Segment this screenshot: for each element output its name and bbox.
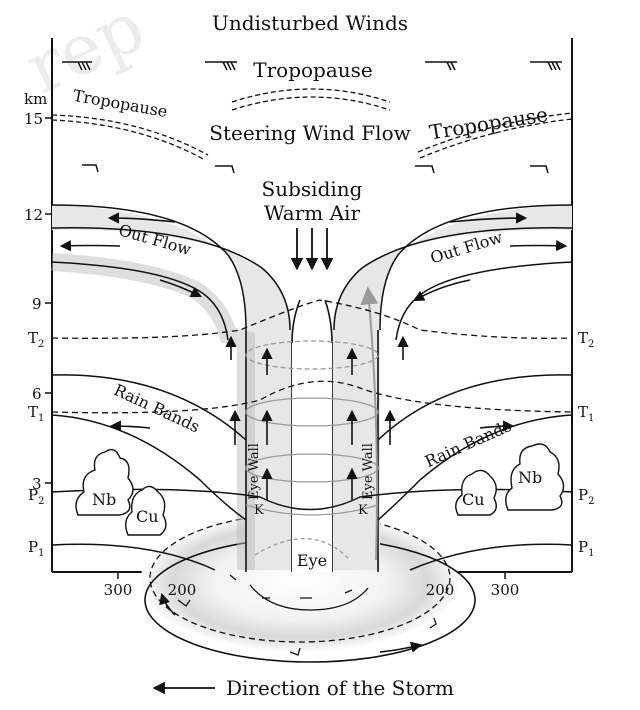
label-nb-right: Nb [518, 468, 542, 487]
wind-barbs [62, 61, 562, 174]
axis-height-3: 3 [32, 475, 42, 493]
label-k-right: K [358, 503, 368, 518]
cloud-cu-right [455, 469, 497, 516]
axis-height-12: 12 [24, 206, 43, 224]
outflow-band-left-shading [52, 205, 292, 570]
label-k-left: K [254, 503, 264, 518]
eye-spiral [245, 340, 379, 561]
distance-300-left: 300 [104, 581, 133, 599]
distance-200-left: 200 [168, 581, 197, 599]
axis-height-6: 6 [32, 385, 42, 403]
circulation-arrow-bottom [379, 641, 423, 653]
eye-core [292, 343, 332, 572]
label-direction-of-storm: Direction of the Storm [226, 676, 454, 700]
rising-air-arrow [360, 286, 379, 561]
label-rainbands-right: Rain Bands [422, 416, 514, 471]
inner-circulation-marks [177, 574, 437, 656]
axis-height-9: 9 [32, 295, 42, 313]
axis-height-15: 15 [24, 110, 43, 128]
label-cu-left: Cu [136, 507, 159, 526]
label-warm-air: Warm Air [264, 201, 360, 225]
label-eyewall-right: Eye Wall [361, 443, 376, 500]
updraft-arrows [225, 335, 409, 500]
label-tropopause-left: Tropopause [72, 86, 169, 121]
label-steering-wind-flow: Steering Wind Flow [209, 121, 410, 145]
level-p2-right: P2 [578, 486, 594, 507]
label-nb-left: Nb [92, 490, 116, 509]
cloud-nb-right [505, 443, 565, 511]
label-tropopause-right: Tropopause [428, 102, 550, 144]
distance-300-right: 300 [491, 581, 520, 599]
title-undisturbed-winds: Undisturbed Winds [212, 11, 408, 35]
outflow-arrows [59, 212, 568, 432]
level-p2-left: P2 [28, 486, 44, 507]
level-t2-right: T2 [578, 329, 594, 350]
pressure-level-lines [51, 299, 573, 414]
level-p1-left: P1 [28, 538, 44, 559]
cloud-cu-left [125, 485, 167, 536]
label-cu-right: Cu [462, 490, 485, 509]
level-t1-right: T1 [578, 403, 594, 424]
label-eyewall-left: Eye Wall [247, 443, 262, 500]
tropopause-dashed-lines [51, 88, 573, 161]
label-eye: Eye [297, 551, 327, 570]
rain-band-outlines [51, 374, 573, 521]
outflow-outlines [51, 204, 573, 341]
axis-unit-km: km [24, 90, 47, 108]
label-tropopause-center: Tropopause [253, 58, 373, 82]
level-p1-right: P1 [578, 538, 594, 559]
label-subsiding: Subsiding [262, 177, 363, 201]
circulation-arrow-left [159, 592, 176, 616]
left-axis-ticks [45, 117, 52, 484]
level-t2-left: T2 [28, 329, 44, 350]
cloud-nb-left [75, 448, 134, 516]
distance-200-right: 200 [426, 581, 455, 599]
subsiding-air-arrows [290, 228, 334, 271]
level-t1-left: T1 [28, 403, 44, 424]
outflow-band-right-shading [332, 205, 572, 570]
